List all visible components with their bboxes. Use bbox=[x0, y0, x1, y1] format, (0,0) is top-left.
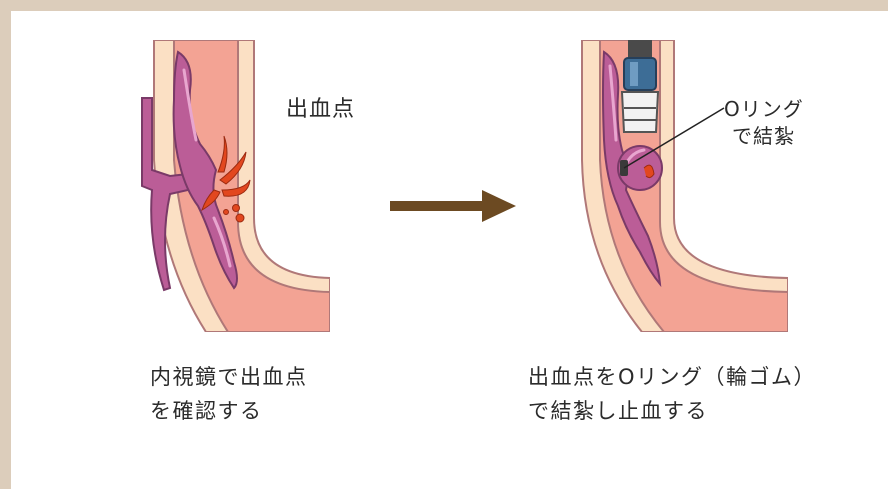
caption-line: で結紮し止血する bbox=[528, 394, 816, 428]
right-arrow-icon bbox=[390, 188, 518, 224]
bleeding-point-label: 出血点 bbox=[286, 96, 355, 123]
caption-line: 出血点をOリング（輪ゴム） bbox=[528, 360, 816, 394]
o-ring-label: Oリング で結紮 bbox=[724, 96, 804, 150]
o-ring-label-line: Oリング bbox=[724, 96, 804, 123]
caption-line: を確認する bbox=[150, 394, 308, 428]
o-ring-label-line: で結紮 bbox=[724, 123, 804, 150]
after-caption: 出血点をOリング（輪ゴム） で結紮し止血する bbox=[528, 360, 816, 428]
before-caption: 内視鏡で出血点 を確認する bbox=[150, 360, 308, 428]
bleeding-varix-illustration bbox=[130, 40, 330, 332]
band-ligation-illustration bbox=[578, 40, 788, 332]
caption-line: 内視鏡で出血点 bbox=[150, 360, 308, 394]
